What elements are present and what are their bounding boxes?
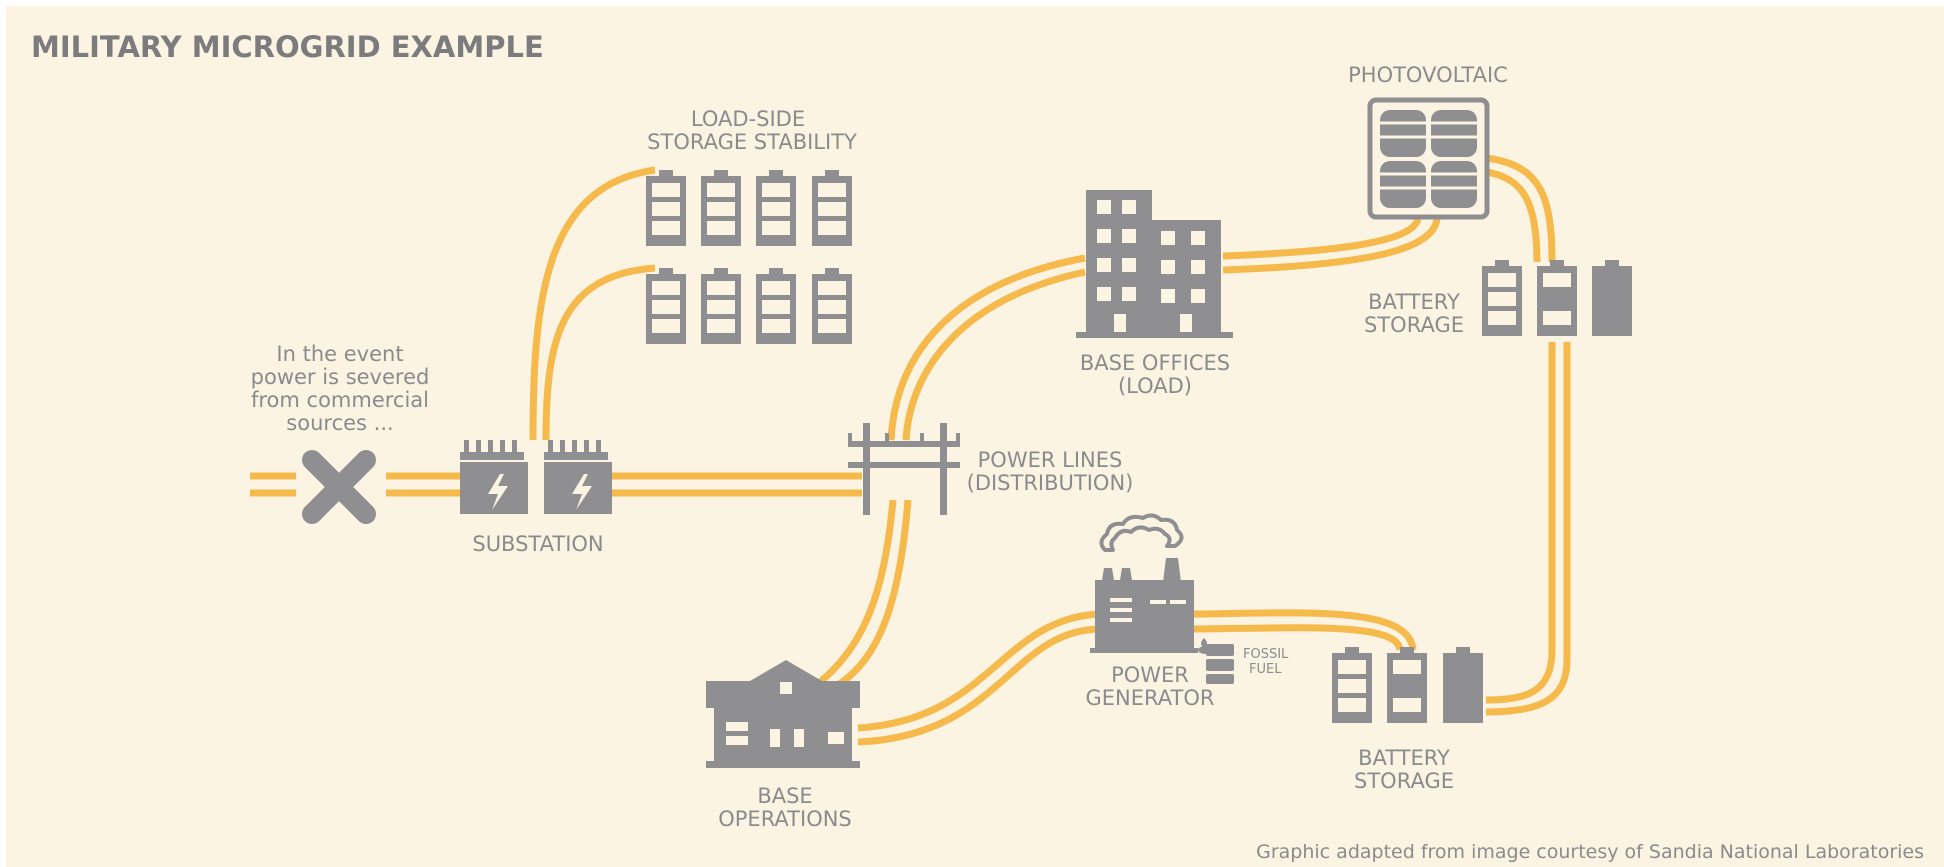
- power-wires: [250, 154, 1571, 746]
- photovoltaic-icon: [1367, 97, 1490, 220]
- event-note-line2: power is severed: [251, 365, 430, 389]
- base-offices-label-line1: BASE OFFICES: [1080, 351, 1230, 375]
- battery-storage-bottom-label-line1: BATTERY: [1358, 746, 1450, 770]
- severed-connection-icon: [302, 450, 376, 524]
- photovoltaic-label: PHOTOVOLTAIC: [1348, 63, 1508, 87]
- base-operations-label-line2: OPERATIONS: [718, 807, 852, 831]
- fossil-fuel-label-line1: FOSSIL: [1243, 647, 1289, 662]
- power-lines-icon: [848, 423, 960, 515]
- page-title: MILITARY MICROGRID EXAMPLE: [31, 30, 544, 64]
- power-generator-label-line1: POWER: [1111, 663, 1189, 687]
- event-note-line3: from commercial: [251, 388, 429, 412]
- base-operations-label-line1: BASE: [757, 784, 812, 808]
- fossil-fuel-label-line2: FUEL: [1249, 662, 1282, 677]
- battery-storage-top-label-line2: STORAGE: [1364, 313, 1464, 337]
- load-side-storage-label-line2: STORAGE STABILITY: [647, 130, 857, 154]
- base-offices-icon: [1076, 190, 1233, 338]
- battery-storage-bottom-label-line2: STORAGE: [1354, 769, 1454, 793]
- load-side-storage-label-line1: LOAD-SIDE: [691, 107, 805, 131]
- power-generator-label-line2: GENERATOR: [1086, 686, 1215, 710]
- image-credit: Graphic adapted from image courtesy of S…: [1256, 841, 1924, 863]
- event-note-line1: In the event: [276, 342, 403, 366]
- base-operations-icon: [706, 660, 860, 768]
- power-lines-label-line1: POWER LINES: [978, 448, 1123, 472]
- substation-label: SUBSTATION: [472, 532, 603, 556]
- fossil-fuel-icon: [1198, 638, 1234, 684]
- diagram-background: [6, 6, 1944, 867]
- base-offices-label-line2: (LOAD): [1118, 374, 1192, 398]
- power-lines-label-line2: (DISTRIBUTION): [967, 471, 1134, 495]
- power-generator-icon: [1090, 513, 1198, 653]
- battery-storage-top-label-line1: BATTERY: [1368, 290, 1460, 314]
- event-note-line4: sources ...: [286, 411, 393, 435]
- substation-icon: [460, 440, 612, 514]
